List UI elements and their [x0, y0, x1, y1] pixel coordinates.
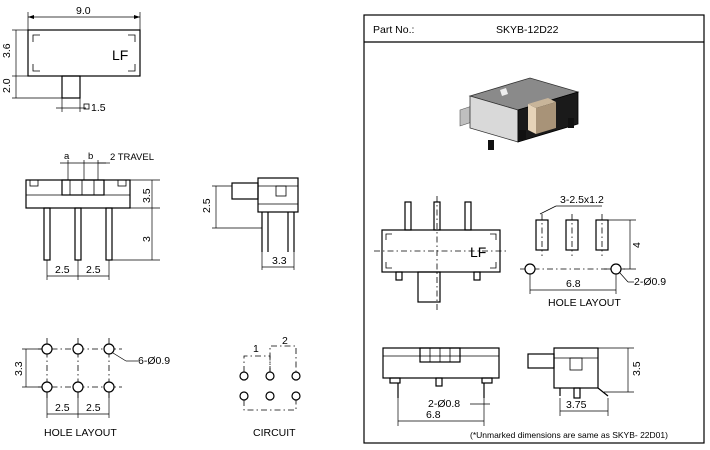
top-marking: LF — [112, 47, 128, 63]
circuit-label-1: 1 — [253, 343, 259, 355]
front-label-a: a — [64, 151, 70, 162]
front-pitch-right: 2.5 — [86, 264, 101, 276]
circuit-label-2: 2 — [282, 335, 288, 347]
smd-front-span-dim: 6.8 — [426, 409, 441, 421]
hole-pitch-right: 2.5 — [86, 402, 101, 414]
part-no-label: Part No.: — [373, 24, 414, 36]
smd-pad-height-dim: 4 — [631, 242, 643, 248]
front-height-dim: 3.5 — [141, 188, 153, 203]
hole-layout: 6-Ø0.9 3.3 2.5 2.5 HOLE LAYOUT — [13, 338, 170, 439]
front-view: a b 2 TRAVEL 3.5 3 2.5 2.5 — [25, 151, 160, 280]
front-label-b: b — [88, 151, 93, 162]
side-view: 2.5 3.3 — [201, 177, 299, 270]
smd-front-hole-note: 2-Ø0.8 — [428, 398, 460, 410]
top-view: 9.0 LF 3.6 2.0 1.5 — [1, 5, 141, 114]
footnote: (*Unmarked dimensions are same as SKYB- … — [470, 430, 668, 440]
hole-pitch-left: 2.5 — [55, 402, 70, 414]
side-depth-dim: 3.3 — [272, 255, 287, 267]
hole-note: 6-Ø0.9 — [138, 355, 170, 367]
hole-layout-title: HOLE LAYOUT — [44, 427, 117, 439]
smd-hole-dim: 6.8 — [566, 278, 581, 290]
part-panel: Part No.: SKYB-12D22 — [363, 14, 705, 444]
hole-row-dim: 3.3 — [13, 361, 25, 376]
front-pin-dim: 3 — [141, 236, 153, 242]
smd-pad-note: 3-2.5x1.2 — [560, 194, 604, 206]
side-actuator-dim: 2.5 — [201, 198, 213, 213]
top-actuator-width-dim: 1.5 — [91, 102, 106, 114]
front-travel: 2 TRAVEL — [110, 152, 154, 163]
smd-marking: LF — [470, 244, 486, 260]
circuit-title: CIRCUIT — [253, 427, 296, 439]
top-height-dim: 3.6 — [1, 43, 13, 58]
smd-top-view: LF — [374, 196, 508, 310]
smd-side-depth-dim: 3.75 — [566, 399, 587, 411]
top-actuator-dim: 2.0 — [1, 78, 13, 93]
product-photo — [459, 77, 580, 150]
part-no-value: SKYB-12D22 — [496, 24, 559, 36]
smd-pad-layout: 3-2.5x1.2 4 6.8 2-Ø0.9 HOLE LAYOUT — [520, 194, 666, 309]
top-width-dim: 9.0 — [76, 5, 91, 17]
smd-hole-layout-title: HOLE LAYOUT — [548, 297, 621, 309]
circuit: 1 2 CIRCUIT — [239, 335, 301, 439]
front-pitch-left: 2.5 — [55, 264, 70, 276]
smd-hole-note: 2-Ø0.9 — [634, 276, 666, 288]
smd-side-view: 3.5 3.75 — [527, 347, 643, 416]
smd-side-height-dim: 3.5 — [631, 361, 643, 376]
smd-front-view: 2-Ø0.8 6.8 — [382, 347, 500, 426]
